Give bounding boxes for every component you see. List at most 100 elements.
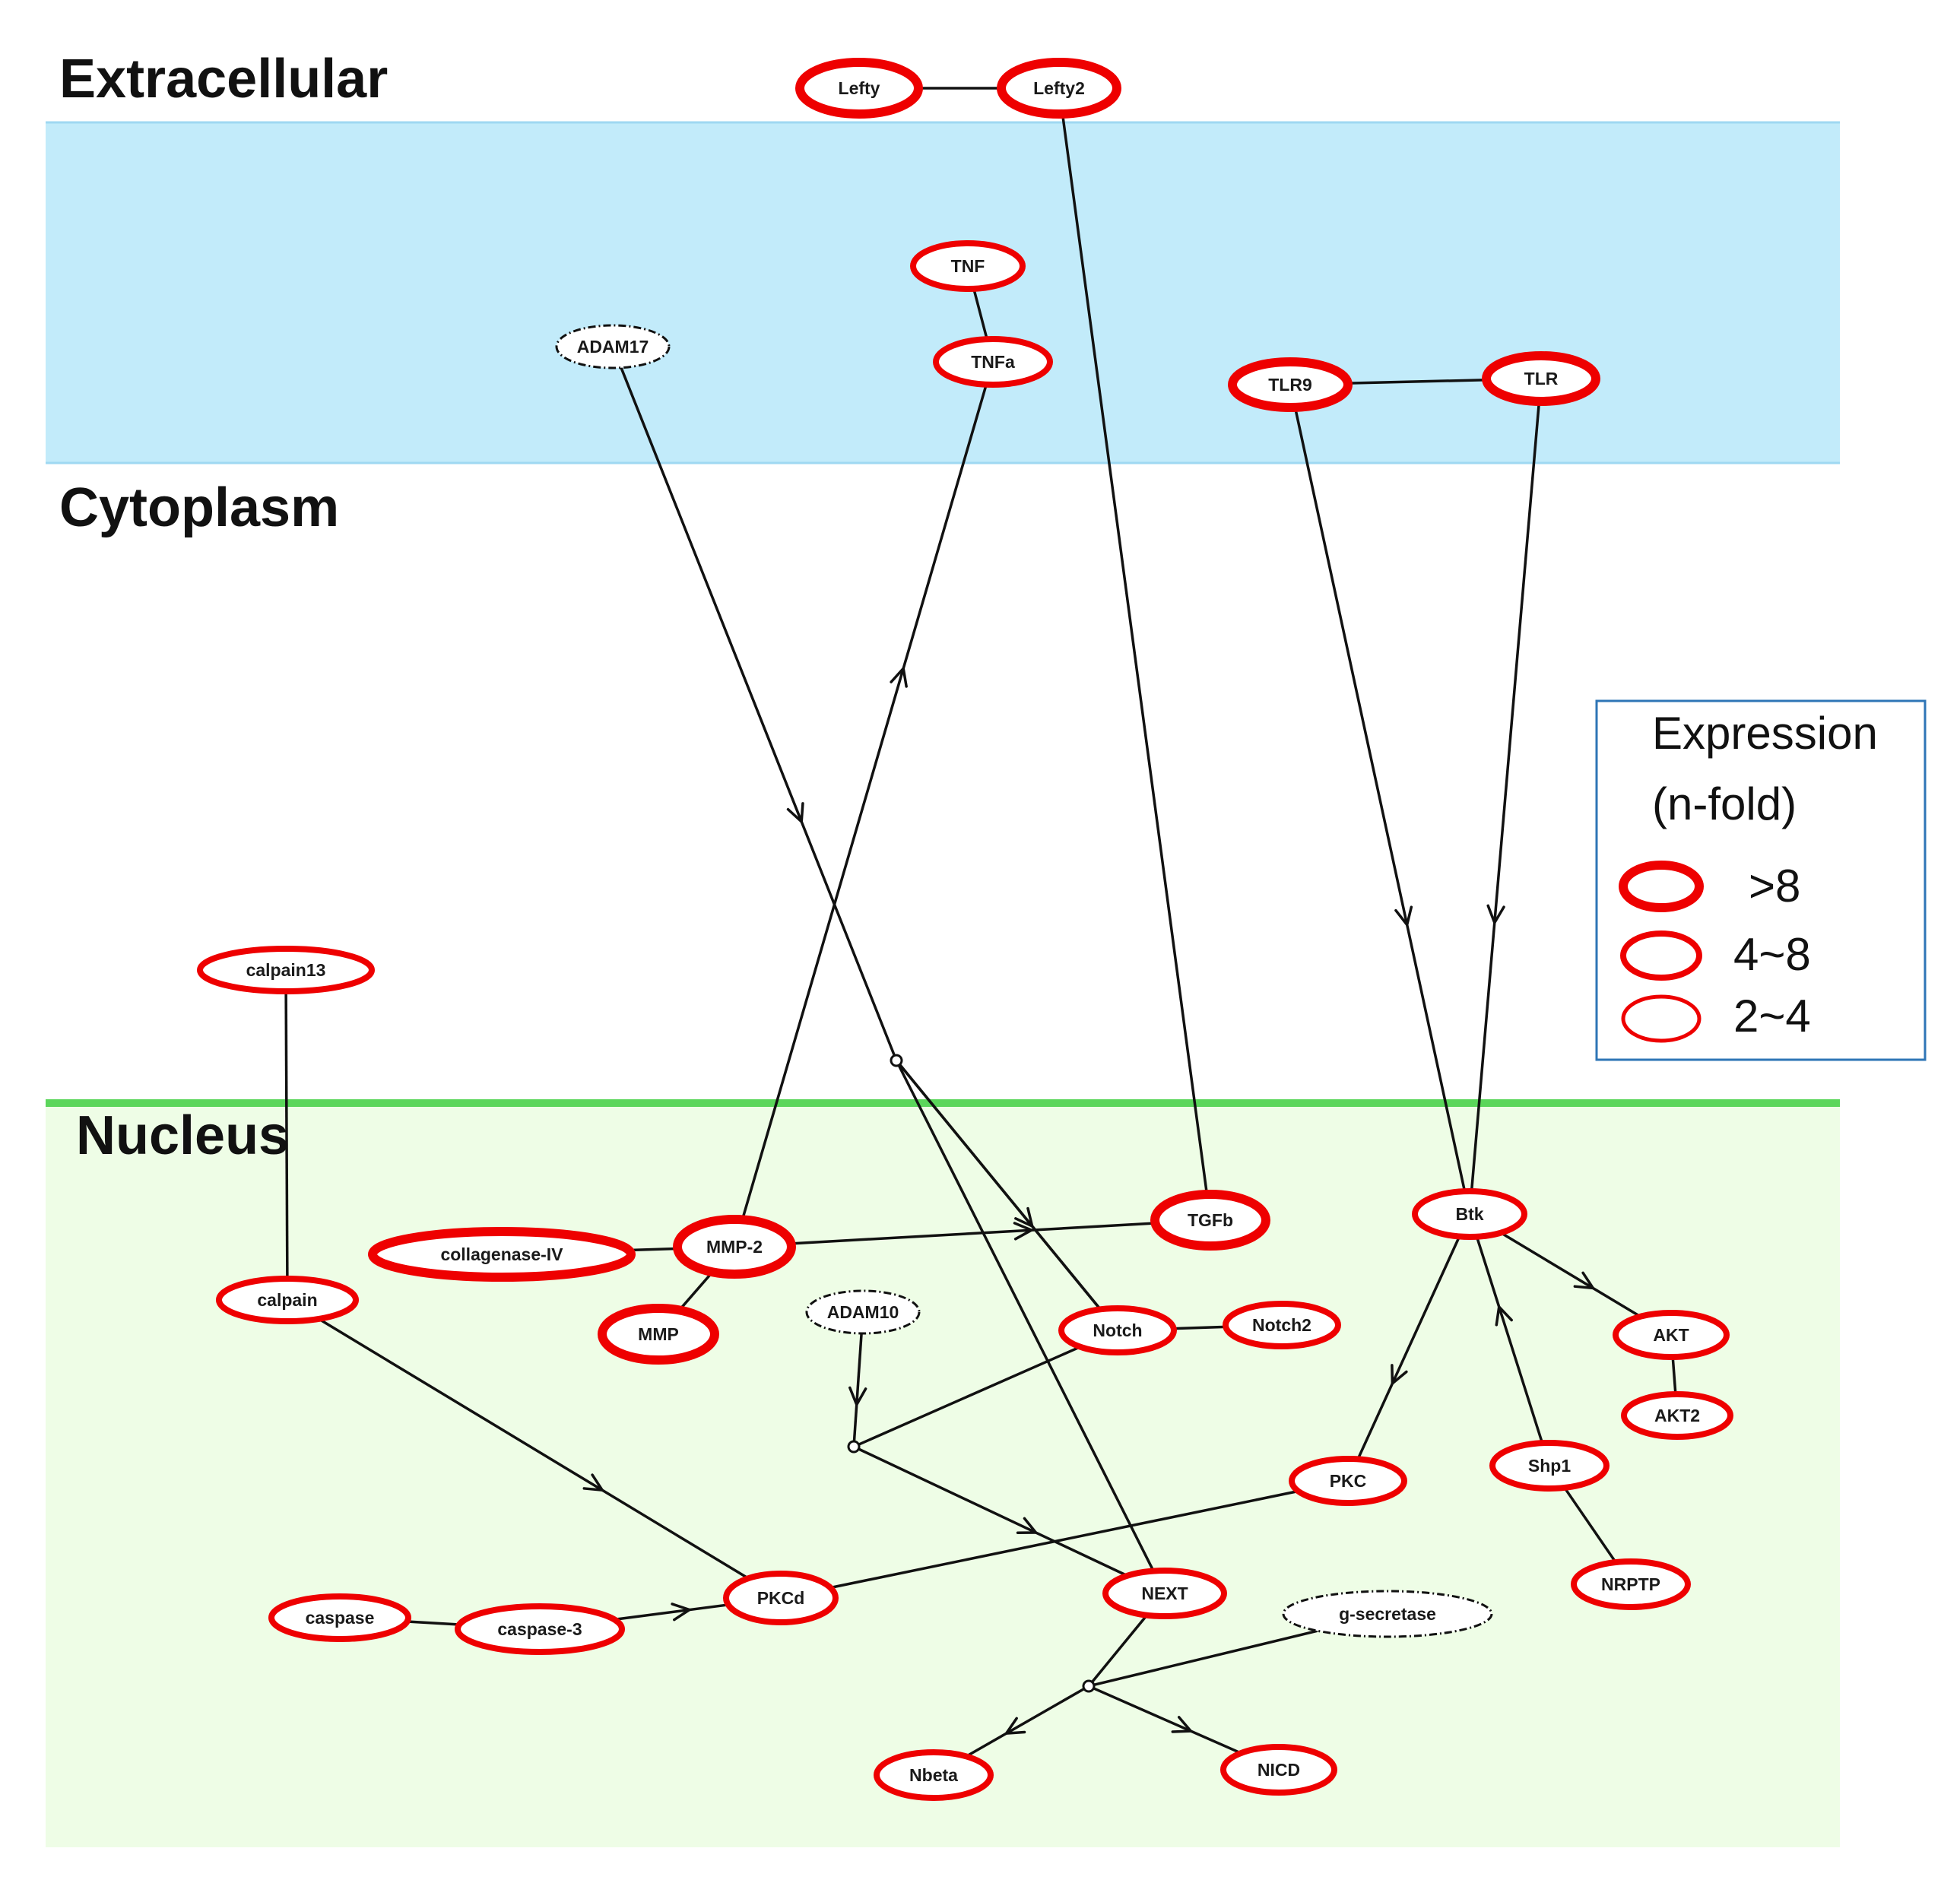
node-lefty: Lefty [795,58,923,119]
node-label: NRPTP [1601,1574,1660,1594]
node-pkcd: PKCd [723,1571,839,1625]
node-ellipse [1613,1310,1730,1360]
arrowhead [1014,1206,1034,1228]
arrowhead [1486,904,1505,924]
node-nicd: NICD [1220,1744,1337,1796]
legend-swatch-high [1619,861,1704,912]
node-ellipse [1621,1391,1733,1440]
node-nrptp: NRPTP [1571,1558,1691,1610]
arrowhead [582,1473,604,1492]
legend: Expression (n-fold) >8 4~8 2~4 [1595,699,1927,1061]
edge-line [1093,1687,1242,1755]
edge-mmp-2-to-mmp [678,1271,714,1311]
legend-title-line2: (n-fold) [1652,778,1797,829]
edge-calpain-to-pkcd [318,1317,750,1580]
edge-j1-to-next [897,1064,1155,1572]
arrowhead [890,667,908,688]
edge-line [1293,407,1467,1192]
node-label: NEXT [1141,1584,1188,1603]
node-ellipse [216,1276,359,1324]
edge-line [858,1447,1128,1577]
node-ellipse [1412,1188,1527,1240]
node-caspase-3: caspase-3 [455,1603,625,1655]
arrowhead [1391,1364,1408,1385]
node-ellipse [598,1304,719,1365]
edge-mmp-2-to-tnfa [741,384,988,1220]
edge-adam17-to-j1 [620,367,896,1057]
arrowhead [671,1603,691,1622]
legend-label-high: >8 [1749,861,1800,911]
edge-line [741,384,988,1220]
node-ellipse [673,1215,796,1279]
node-ellipse [1289,1456,1407,1506]
edge-pkcd-to-pkc [829,1489,1299,1590]
node-adam17: ADAM17 [555,324,671,369]
node-g-secretase: g-secretase [1282,1590,1493,1638]
junction-point [890,1054,903,1067]
node-label: Notch2 [1252,1315,1311,1335]
node-label: Notch [1093,1320,1142,1340]
node-collagenase-iv: collagenase-IV [368,1227,636,1282]
node-ellipse [368,1227,636,1282]
arrowhead [1004,1717,1026,1735]
edge-line [1671,1356,1677,1395]
node-ellipse [268,1593,411,1642]
node-ellipse [1058,1305,1177,1355]
edge-line [1093,1629,1318,1687]
junction-point [1082,1679,1096,1693]
node-label: TNF [951,256,985,276]
node-notch: Notch [1058,1305,1177,1355]
node-tlr: TLR [1482,351,1600,406]
edge-tlr-to-btk [1470,401,1541,1192]
edge-line [966,1687,1085,1758]
edge-shp1-to-btk [1475,1236,1544,1444]
edge-btk-to-akt [1500,1232,1641,1318]
edge-tlr9-to-btk [1293,407,1467,1192]
node-mmp: MMP [598,1304,719,1365]
node-ellipse [874,1749,994,1801]
node-ellipse [1150,1190,1270,1251]
edge-line [829,1489,1299,1590]
node-nbeta: Nbeta [874,1749,994,1801]
edges-layer [284,87,1677,1758]
arrowhead [1016,1517,1038,1535]
legend-swatch-mid [1620,930,1702,981]
node-label: calpain [257,1290,317,1310]
node-label: PKCd [757,1588,805,1608]
node-label: calpain13 [246,960,326,980]
node-shp1: Shp1 [1489,1440,1610,1492]
node-btk: Btk [1412,1188,1527,1240]
edge-notch-to-j2 [858,1346,1081,1446]
edge-caspase-3-to-pkcd [614,1603,729,1622]
arrowhead [1394,905,1413,927]
edge-line [614,1603,729,1622]
legend-label-mid: 4~8 [1733,929,1811,980]
legend-title-line1: Expression [1652,708,1878,759]
node-label: TLR9 [1268,375,1312,395]
edge-line [791,1222,1156,1245]
edge-line [318,1317,750,1580]
edge-line [284,991,289,1279]
edge-line [407,1620,460,1626]
node-ellipse [723,1571,839,1625]
arrowhead [1171,1716,1193,1733]
node-ellipse [933,336,1053,388]
junction-point [847,1440,861,1454]
edge-line [897,1064,1155,1572]
node-label: PKC [1330,1471,1367,1491]
arrowhead [1013,1222,1033,1241]
edge-j1-to-notch [899,1064,1102,1311]
legend-label-low: 2~4 [1733,991,1811,1041]
region-label-nucleus: Nucleus [76,1105,289,1166]
node-akt2: AKT2 [1621,1391,1733,1440]
node-ellipse [910,240,1026,292]
node-ellipse [1571,1558,1691,1610]
node-pkc: PKC [1289,1456,1407,1506]
node-ellipse [805,1289,921,1335]
node-ellipse [1102,1568,1227,1619]
edge-line [678,1271,714,1311]
node-label: ADAM17 [577,337,649,357]
